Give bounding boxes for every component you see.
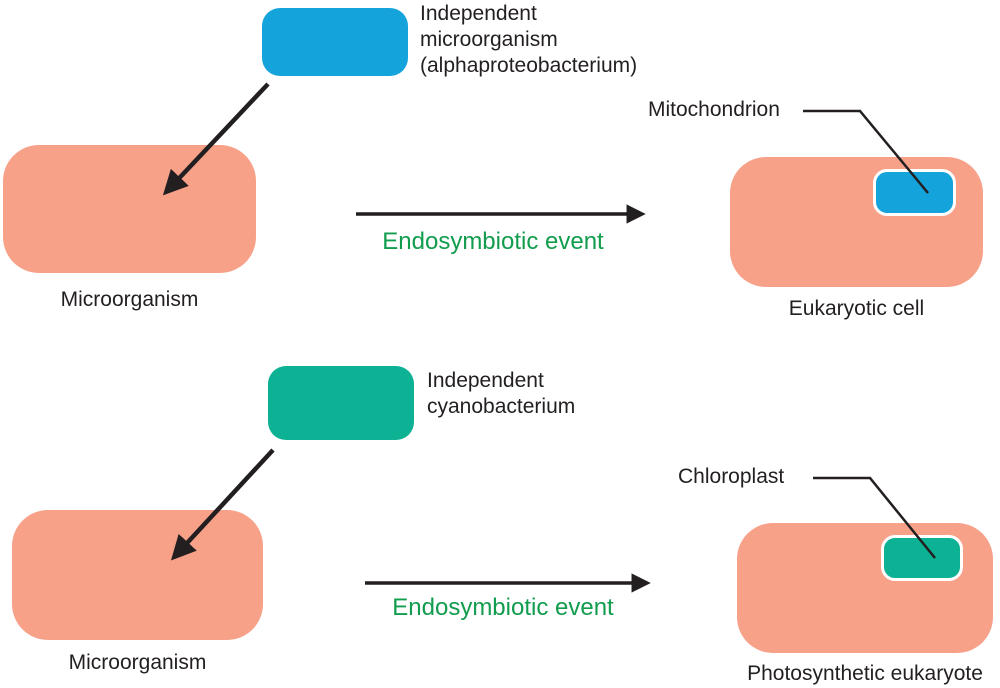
endosymbiotic-event-label: Endosymbiotic event (382, 228, 604, 255)
photosynthetic-eukaryote-label: Photosynthetic eukaryote (747, 662, 983, 685)
chloroplast-label: Chloroplast (678, 465, 785, 488)
chloroplast-organelle (881, 535, 963, 581)
independent-microorganism-label: Independent microorganism (alphaproteoba… (420, 2, 638, 77)
microorganism-label: Microorganism (60, 288, 199, 311)
cyanobacterium-shape (268, 366, 414, 440)
mitochondrion-label: Mitochondrion (648, 98, 780, 121)
alphaproteobacterium-shape (262, 8, 408, 76)
mitochondrion-organelle (873, 169, 956, 216)
independent-cyanobacterium-label: Independent cyanobacterium (427, 369, 576, 418)
endosymbiotic-event-label: Endosymbiotic event (392, 594, 614, 621)
host-microorganism-cell (3, 145, 256, 273)
host-microorganism-cell (12, 510, 263, 640)
microorganism-label: Microorganism (68, 651, 207, 674)
eukaryotic-cell-label: Eukaryotic cell (788, 297, 925, 320)
